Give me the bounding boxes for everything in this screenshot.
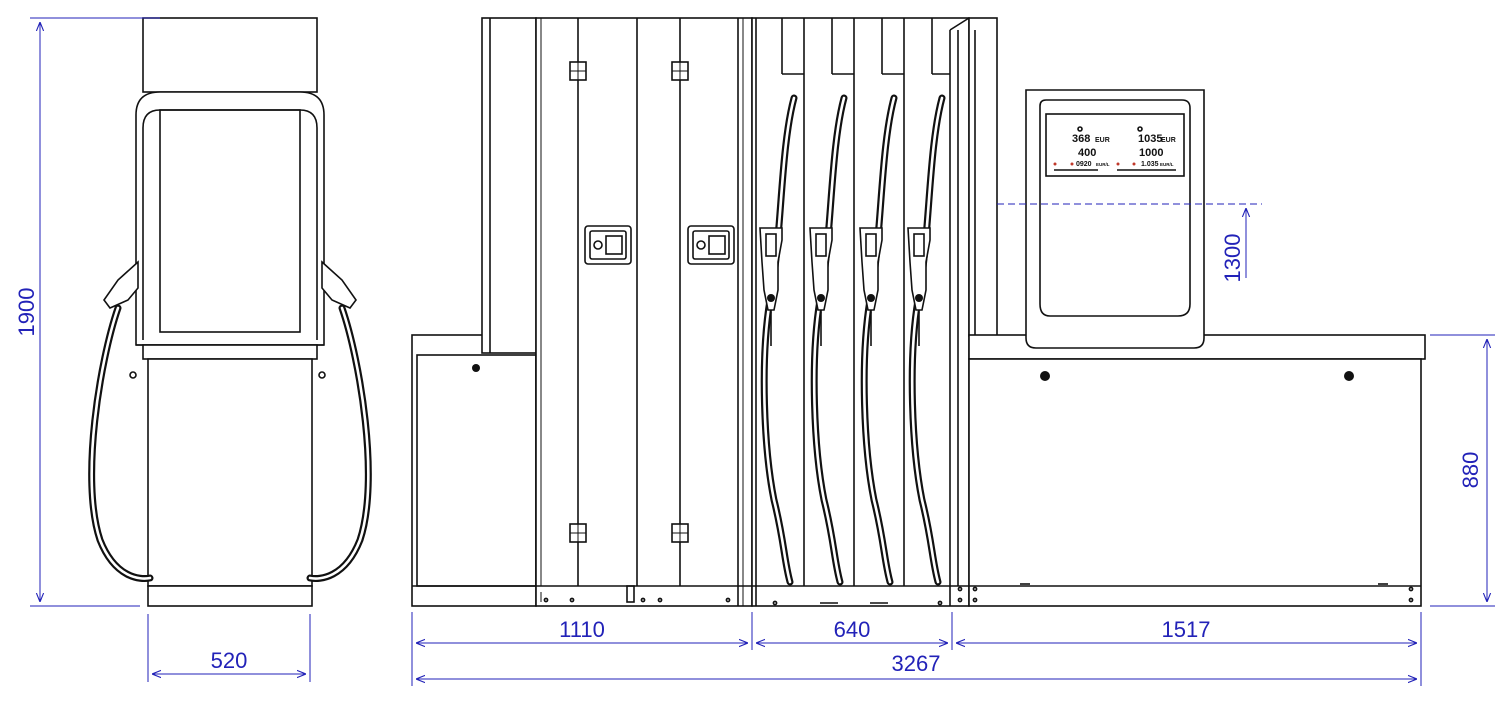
dim-total-width: 3267 — [892, 651, 941, 676]
volume-left: 400 — [1078, 147, 1096, 159]
volume-right: 1000 — [1139, 147, 1163, 159]
amount-left: 368 — [1072, 133, 1090, 145]
dim-base-height: 880 — [1458, 452, 1483, 489]
display-readings: 368 EUR 1035 EUR 400 1000 0920 EUR/L 1.0… — [1053, 133, 1176, 171]
amount-right: 1035 — [1138, 133, 1162, 145]
display-head — [1025, 89, 1205, 349]
price-display — [1045, 113, 1185, 177]
side-nozzle-right — [321, 260, 357, 309]
price-left: 0920 — [1076, 161, 1092, 168]
hose — [760, 94, 946, 586]
side-frame — [135, 91, 325, 346]
amount-left-unit: EUR — [1095, 137, 1110, 144]
dim-section-right: 1517 — [1162, 617, 1211, 642]
side-view — [88, 17, 372, 607]
front-view — [411, 17, 1426, 607]
dim-display-height: 1300 — [1220, 234, 1245, 283]
side-nozzle-left — [103, 260, 139, 309]
dim-section-left: 1110 — [559, 617, 605, 642]
side-base — [147, 585, 313, 607]
door-section — [535, 17, 753, 607]
side-cabinet — [147, 358, 313, 587]
dim-height-total: 1900 — [14, 288, 39, 337]
price-right: 1.035 — [1141, 161, 1159, 168]
dim-side-width: 520 — [211, 648, 248, 673]
price-left-unit: EUR/L — [1096, 162, 1110, 167]
dimension-labels: 1900 520 1110 640 1517 3267 1300 880 — [14, 234, 1483, 676]
right-column — [968, 17, 998, 337]
side-top-box — [142, 17, 318, 93]
price-right-unit: EUR/L — [1160, 162, 1174, 167]
lock-icon — [584, 225, 735, 265]
amount-right-unit: EUR — [1161, 137, 1176, 144]
dim-section-mid: 640 — [834, 617, 871, 642]
hinge-icon — [569, 61, 689, 543]
right-low-cabinet — [968, 358, 1422, 607]
dimension-lines — [30, 17, 1495, 686]
bolt — [1040, 371, 1050, 381]
bolt — [1344, 371, 1354, 381]
bolt — [472, 364, 480, 372]
left-low-cabinet — [411, 334, 537, 607]
fuel-nozzle-icon — [759, 227, 931, 346]
